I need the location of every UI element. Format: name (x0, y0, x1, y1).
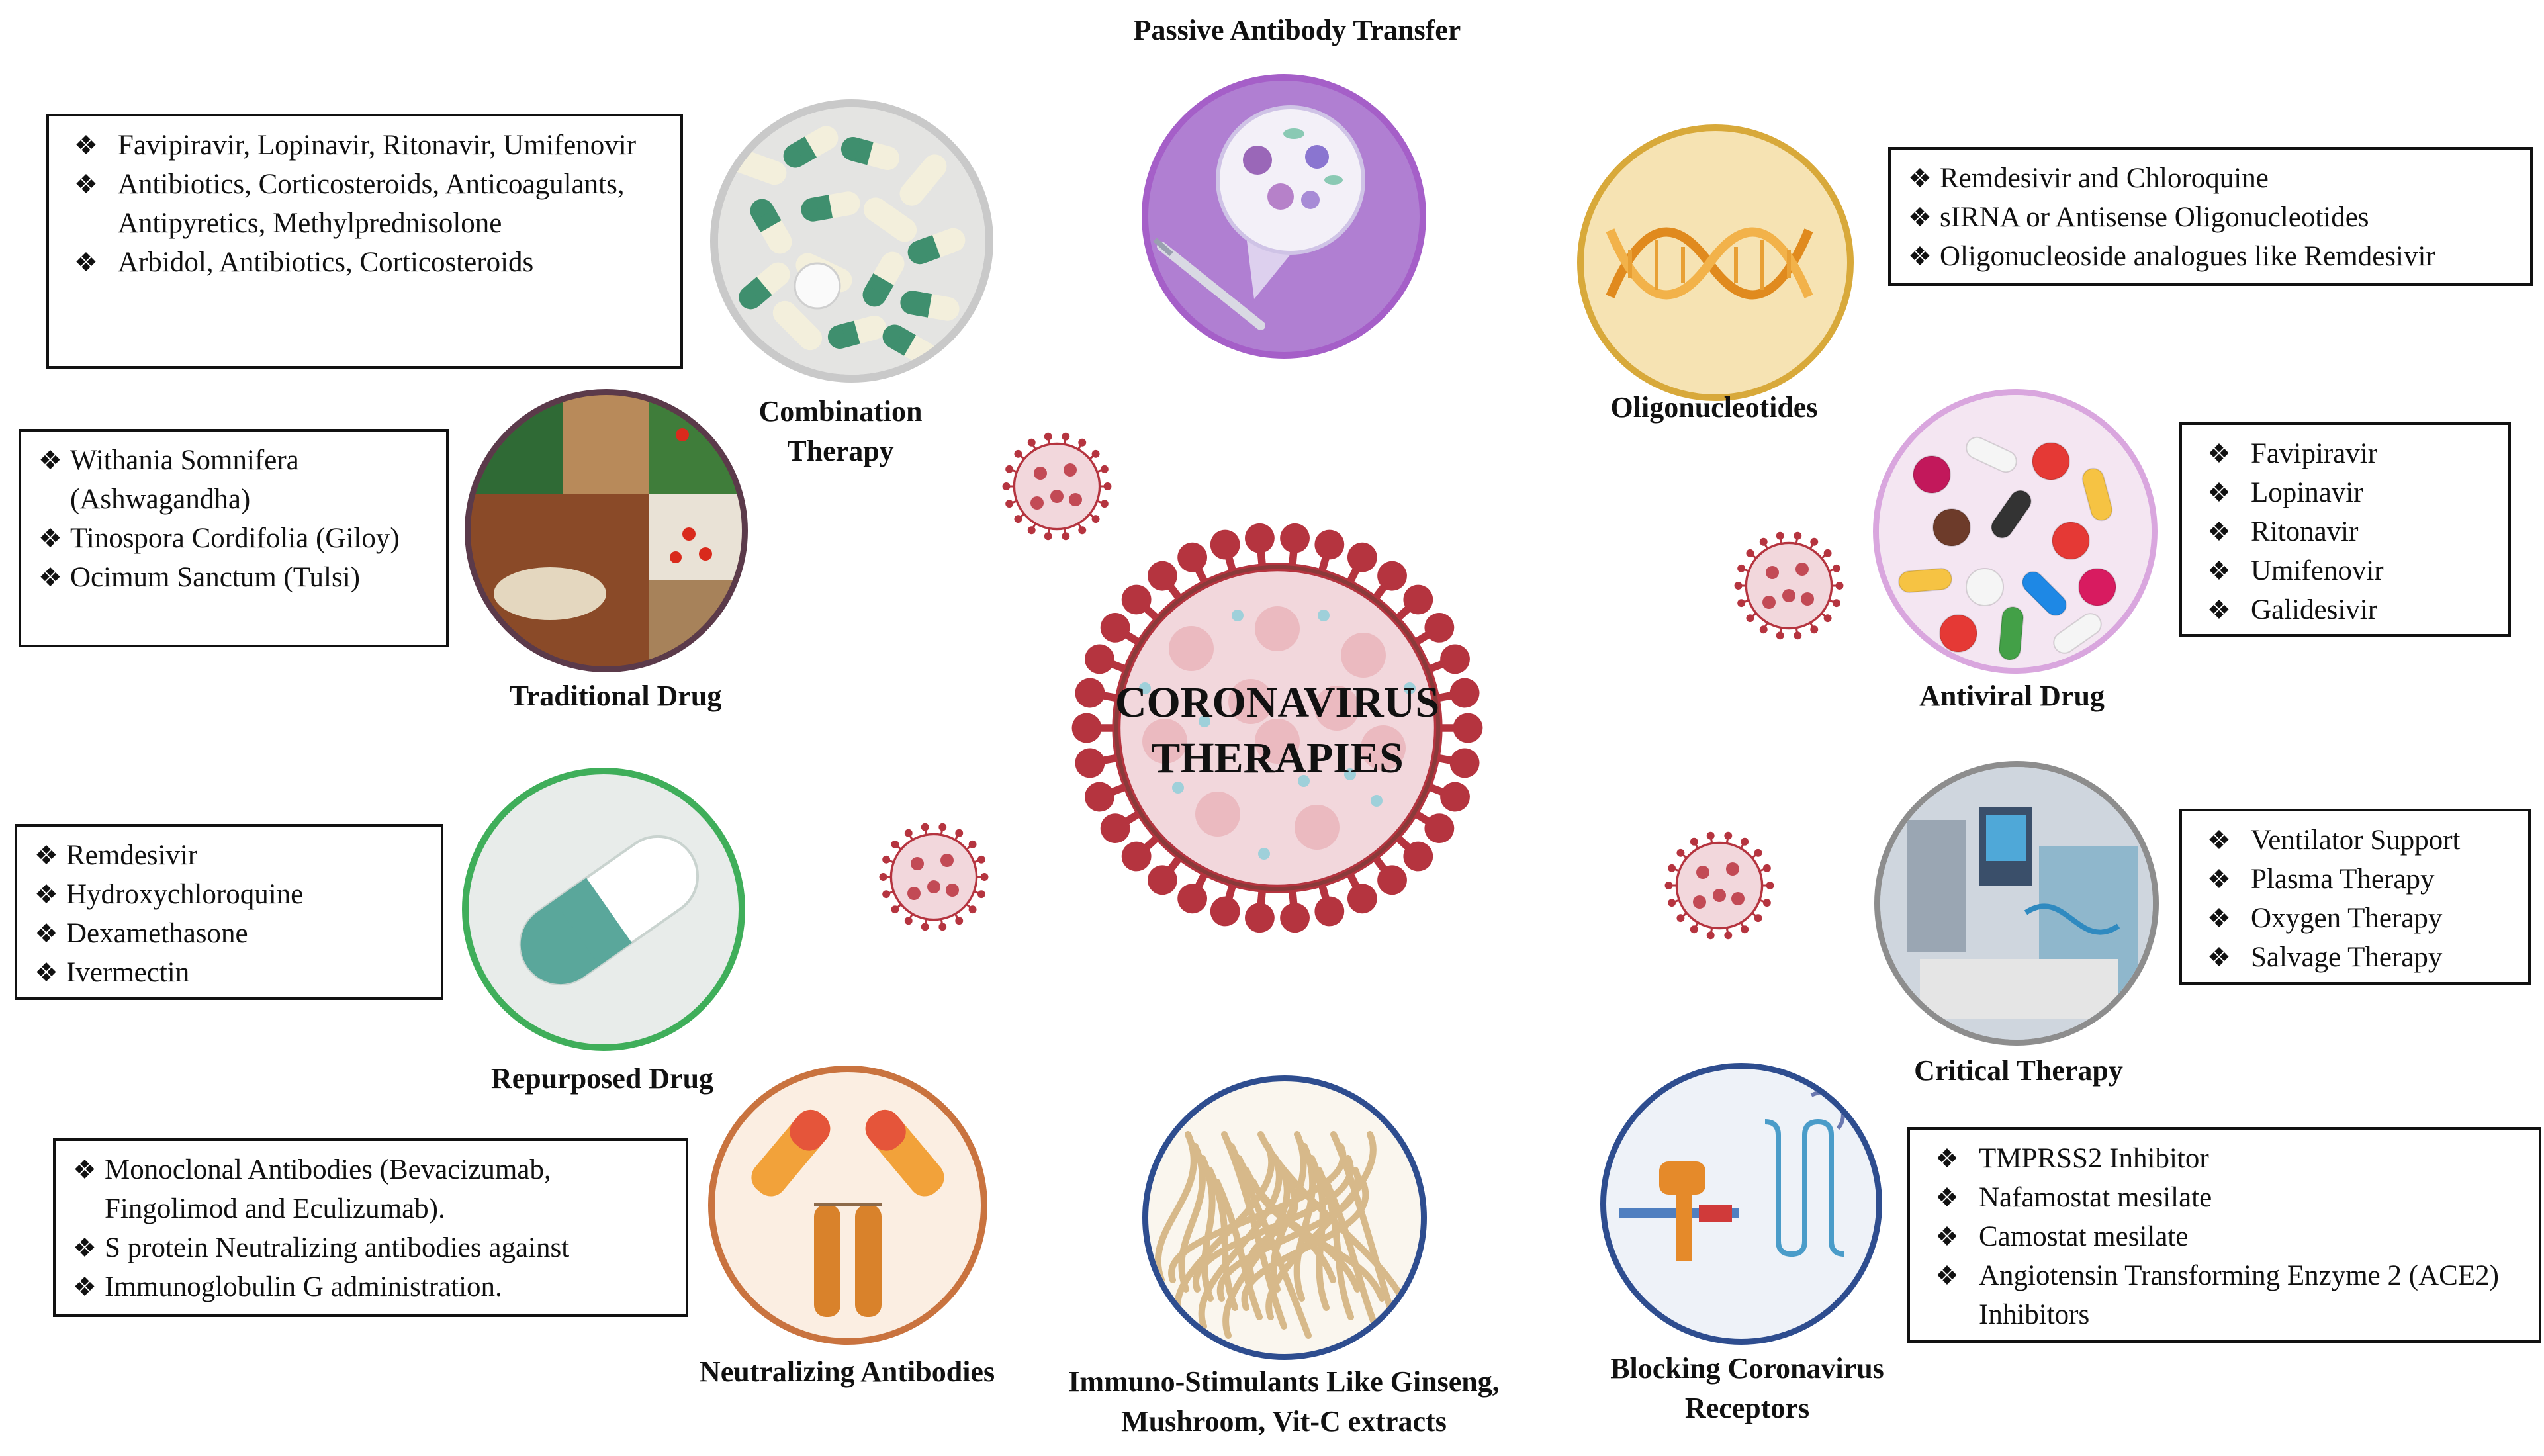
hospital-icon (1880, 767, 2153, 1040)
traditional-drug-circle (465, 389, 748, 672)
blocking-label-line2: Receptors (1684, 1392, 1810, 1424)
blocking-list-item: Angiotensin Transforming Enzyme 2 (ACE2)… (1927, 1256, 2521, 1334)
repurposed-drug-circle (462, 768, 745, 1051)
antiviral-list-item: Ritonavir (2199, 512, 2491, 551)
oligo-list-item: Remdesivir and Chloroquine (1908, 159, 2513, 198)
immuno-label-line1: Immuno-Stimulants Like Ginseng, (1068, 1365, 1500, 1398)
combination-list-item: Favipiravir, Lopinavir, Ritonavir, Umife… (66, 126, 663, 165)
blocking-list-item: Camostat mesilate (1927, 1217, 2521, 1256)
immuno-stimulants-circle (1142, 1075, 1427, 1360)
coronavirus-illustration (1071, 523, 1483, 933)
neutralizing-list-item: Monoclonal Antibodies (Bevacizumab, Fing… (73, 1150, 668, 1228)
blocking-list-item: Nafamostat mesilate (1927, 1178, 2521, 1217)
neutralizing-antibodies-label: Neutralizing Antibodies (699, 1355, 995, 1388)
combination-list-item: Arbidol, Antibiotics, Corticosteroids (66, 243, 663, 282)
oligonucleotides-label: Oligonucleotides (1610, 391, 1818, 424)
critical-list-item: Plasma Therapy (2199, 860, 2511, 899)
traditional-list-item: Ocimum Sanctum (Tulsi) (38, 558, 429, 597)
antiviral-list-item: Galidesivir (2199, 590, 2491, 629)
critical-list-item: Oxygen Therapy (2199, 899, 2511, 938)
critical-therapy-box: Ventilator SupportPlasma TherapyOxygen T… (2179, 809, 2531, 985)
passive-antibody-circle (1142, 74, 1426, 359)
blocking-receptors-box: TMPRSS2 InhibitorNafamostat mesilateCamo… (1907, 1127, 2541, 1343)
immuno-label-line2: Mushroom, Vit-C extracts (1121, 1405, 1447, 1437)
critical-therapy-circle (1874, 761, 2159, 1046)
blocking-label-line1: Blocking Coronavirus (1610, 1352, 1884, 1385)
antiviral-list-item: Lopinavir (2199, 473, 2491, 512)
passive-antibody-label: Passive Antibody Transfer (1133, 14, 1461, 46)
critical-list-item: Salvage Therapy (2199, 938, 2511, 977)
critical-therapy-label: Critical Therapy (1914, 1054, 2123, 1087)
combination-therapy-circle (710, 99, 993, 383)
syringe-microscope-icon (1153, 105, 1365, 330)
critical-list-item: Ventilator Support (2199, 821, 2511, 860)
oligonucleotides-circle (1577, 124, 1854, 401)
traditional-list-item: Withania Somnifera (Ashwagandha) (38, 441, 429, 519)
oligo-list-item: Oligonucleoside analogues like Remdesivi… (1908, 237, 2513, 276)
neutralizing-antibodies-circle (708, 1066, 987, 1345)
center-title-line2: THERAPIES (1151, 734, 1404, 782)
antiviral-list-item: Umifenovir (2199, 551, 2491, 590)
antiviral-drug-circle (1873, 389, 2158, 674)
repurposed-list-item: Dexamethasone (34, 914, 424, 953)
dna-icon (1606, 227, 1813, 300)
center-title-line1: CORONAVIRUS (1114, 678, 1440, 727)
immuno-stimulants-label: Immuno-Stimulants Like Ginseng, Mushroom… (1046, 1362, 1522, 1441)
blocking-receptors-label: Blocking Coronavirus Receptors (1588, 1349, 1906, 1428)
neutralizing-list-item: S protein Neutralizing antibodies agains… (73, 1228, 668, 1267)
central-virus (1066, 516, 1489, 940)
combination-label-line1: Combination (758, 395, 923, 428)
antibody-icon (751, 1109, 944, 1317)
repurposed-list-item: Hydroxychloroquine (34, 875, 424, 914)
center-title: CORONAVIRUS THERAPIES (1032, 675, 1522, 786)
traditional-drug-label: Traditional Drug (509, 680, 722, 712)
antiviral-drug-label: Antiviral Drug (1919, 680, 2105, 712)
traditional-drug-box: Withania Somnifera (Ashwagandha)Tinospor… (19, 429, 449, 647)
repurposed-list-item: Remdesivir (34, 836, 424, 875)
receptor-icon (1619, 1090, 1845, 1261)
repurposed-drug-label: Repurposed Drug (490, 1062, 714, 1095)
blocking-list-item: TMPRSS2 Inhibitor (1927, 1139, 2521, 1178)
capsules-icon (718, 107, 985, 375)
neutralizing-list-item: Immunoglobulin G administration. (73, 1267, 668, 1306)
virus-icon (879, 823, 989, 931)
repurposed-drug-box: RemdesivirHydroxychloroquineDexamethason… (15, 824, 443, 1000)
neutralizing-antibodies-box: Monoclonal Antibodies (Bevacizumab, Fing… (53, 1138, 688, 1317)
virus-icon (1734, 531, 1844, 640)
combination-label-line2: Therapy (787, 435, 894, 467)
antiviral-drug-box: FavipiravirLopinavirRitonavirUmifenovirG… (2179, 422, 2511, 637)
oligo-list-item: sIRNA or Antisense Oligonucleotides (1908, 198, 2513, 237)
oligonucleotides-box: Remdesivir and ChloroquinesIRNA or Antis… (1888, 147, 2533, 286)
pills-icon (1879, 395, 2152, 668)
ginseng-root-icon (1154, 1131, 1410, 1339)
blocking-receptors-circle (1600, 1063, 1882, 1345)
combination-list-item: Antibiotics, Corticosteroids, Anticoagul… (66, 165, 663, 243)
capsule-icon (519, 835, 700, 986)
herbs-icon (471, 395, 742, 666)
antiviral-list-item: Favipiravir (2199, 434, 2491, 473)
combination-therapy-box: Favipiravir, Lopinavir, Ritonavir, Umife… (46, 114, 683, 369)
virus-icon (1002, 432, 1112, 541)
repurposed-list-item: Ivermectin (34, 953, 424, 992)
traditional-list-item: Tinospora Cordifolia (Giloy) (38, 519, 429, 558)
combination-therapy-label: Combination Therapy (721, 392, 960, 471)
virus-icon (1664, 831, 1774, 940)
